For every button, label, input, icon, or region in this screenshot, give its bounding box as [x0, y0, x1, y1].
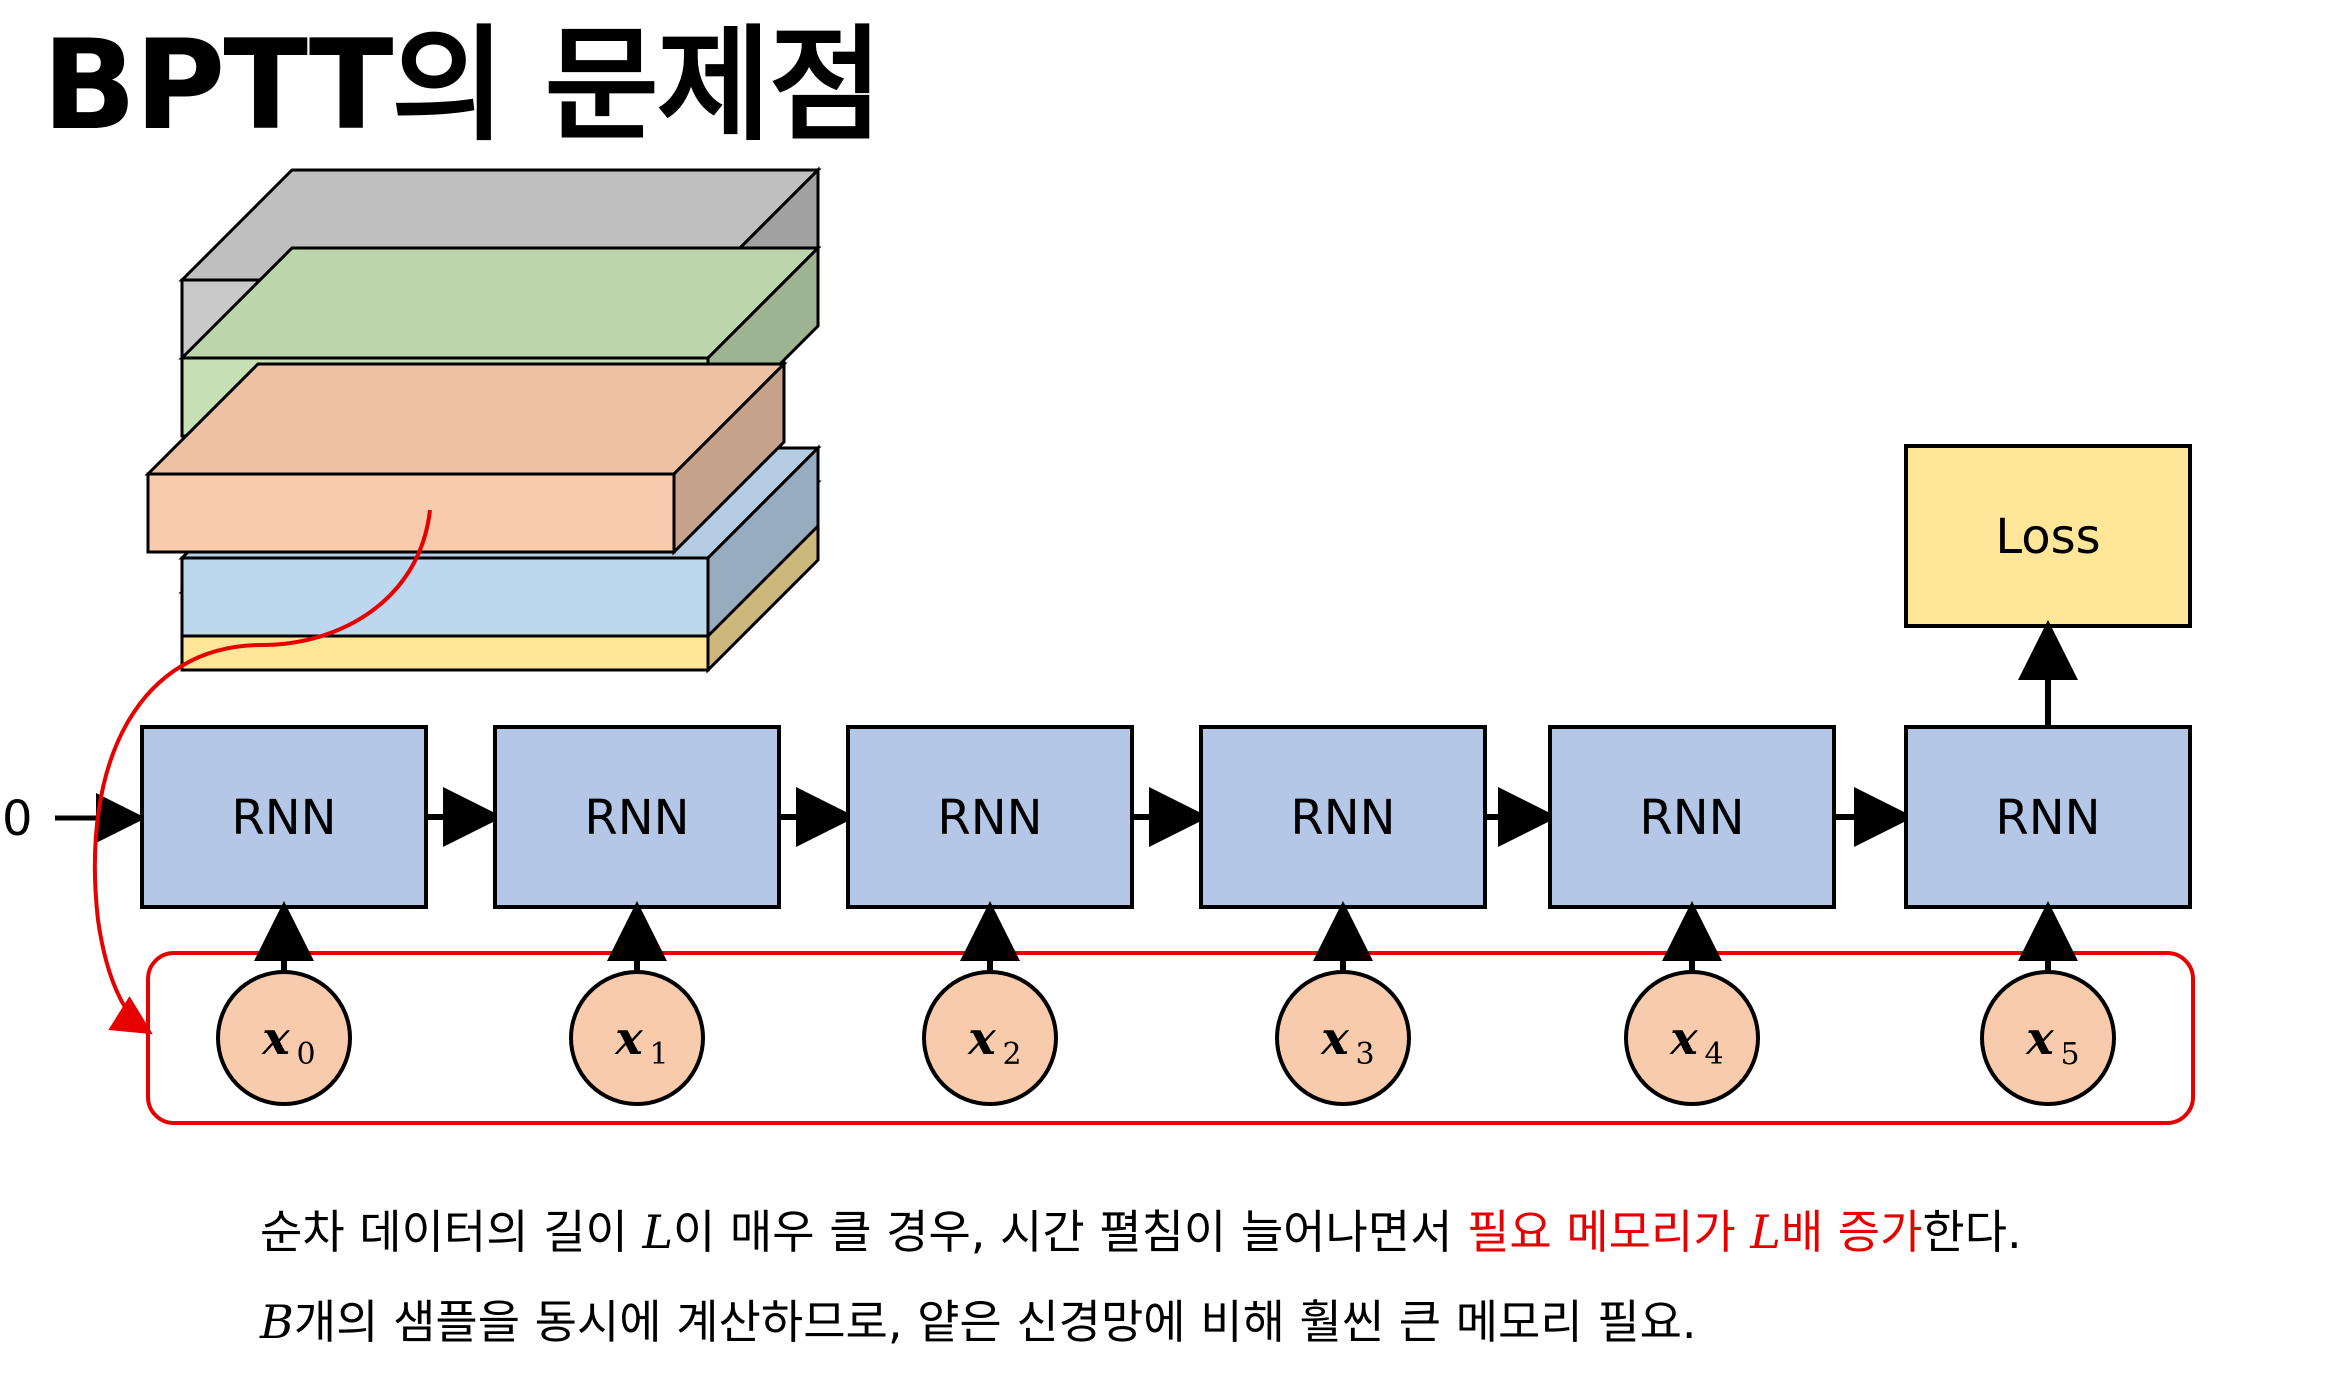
caption-highlight: 필요 메모리가	[1467, 1205, 1751, 1259]
input-node-subscript: 5	[2060, 1037, 2079, 1072]
caption-text: 순차 데이터의 길이	[260, 1205, 643, 1259]
input-node-label: x	[967, 1011, 996, 1065]
memory-stack	[144, 166, 822, 674]
input-node-subscript: 4	[1704, 1037, 1723, 1072]
rnn-cell-4	[1548, 725, 1836, 909]
input-node-5	[1980, 970, 2116, 1106]
rnn-cell-label: RNN	[1995, 790, 2100, 846]
rnn-cell-5	[1904, 725, 2192, 909]
rnn-cell-label: RNN	[231, 790, 336, 846]
rnn-cell-label: RNN	[584, 790, 689, 846]
rnn-cell-label: RNN	[937, 790, 1042, 846]
caption-line-1: 순차 데이터의 길이 L이 매우 클 경우, 시간 펼침이 늘어나면서 필요 메…	[260, 1196, 2022, 1262]
caption-line-2: B개의 샘플을 동시에 계산하므로, 얕은 신경망에 비해 훨씬 큰 메모리 필…	[260, 1286, 1697, 1352]
input-node-subscript: 0	[296, 1037, 315, 1072]
initial-state-label: 0	[2, 791, 33, 847]
page-title: BPTT의 문제점	[42, 14, 883, 158]
input-node-3	[1275, 970, 1411, 1106]
rnn-cell-label: RNN	[1639, 790, 1744, 846]
input-node-label: x	[2025, 1011, 2054, 1065]
input-node-4	[1624, 970, 1760, 1106]
input-node-1	[569, 970, 705, 1106]
rnn-cell-2	[846, 725, 1134, 909]
memory-layer-orange	[144, 360, 788, 556]
input-node-2	[922, 970, 1058, 1106]
input-node-label: x	[261, 1011, 290, 1065]
caption-variable-b: B	[260, 1295, 294, 1349]
memory-reference-arrow	[92, 509, 432, 1035]
input-node-subscript: 3	[1355, 1037, 1374, 1072]
input-node-label: x	[614, 1011, 643, 1065]
rnn-cell-label: RNN	[1290, 790, 1395, 846]
caption-text: 개의 샘플을 동시에 계산하므로, 얕은 신경망에 비해 훨씬 큰 메모리 필요…	[293, 1295, 1697, 1349]
input-node-subscript: 2	[1002, 1037, 1021, 1072]
input-node-label: x	[1669, 1011, 1698, 1065]
caption-text: 한다.	[1922, 1205, 2022, 1259]
loss-label: Loss	[1995, 509, 2100, 565]
input-group-box	[146, 951, 2195, 1125]
input-node-subscript: 1	[649, 1037, 668, 1072]
input-node-0	[216, 970, 352, 1106]
caption-text: 이 매우 클 경우, 시간 펼침이 늘어나면서	[672, 1205, 1468, 1259]
input-node-label: x	[1320, 1011, 1349, 1065]
caption-highlight: 배 증가	[1780, 1205, 1923, 1259]
loss-box: Loss	[1904, 444, 2192, 628]
caption-highlight-variable: L	[1750, 1205, 1781, 1259]
rnn-cell-0	[140, 725, 428, 909]
caption-variable-l: L	[642, 1205, 673, 1259]
